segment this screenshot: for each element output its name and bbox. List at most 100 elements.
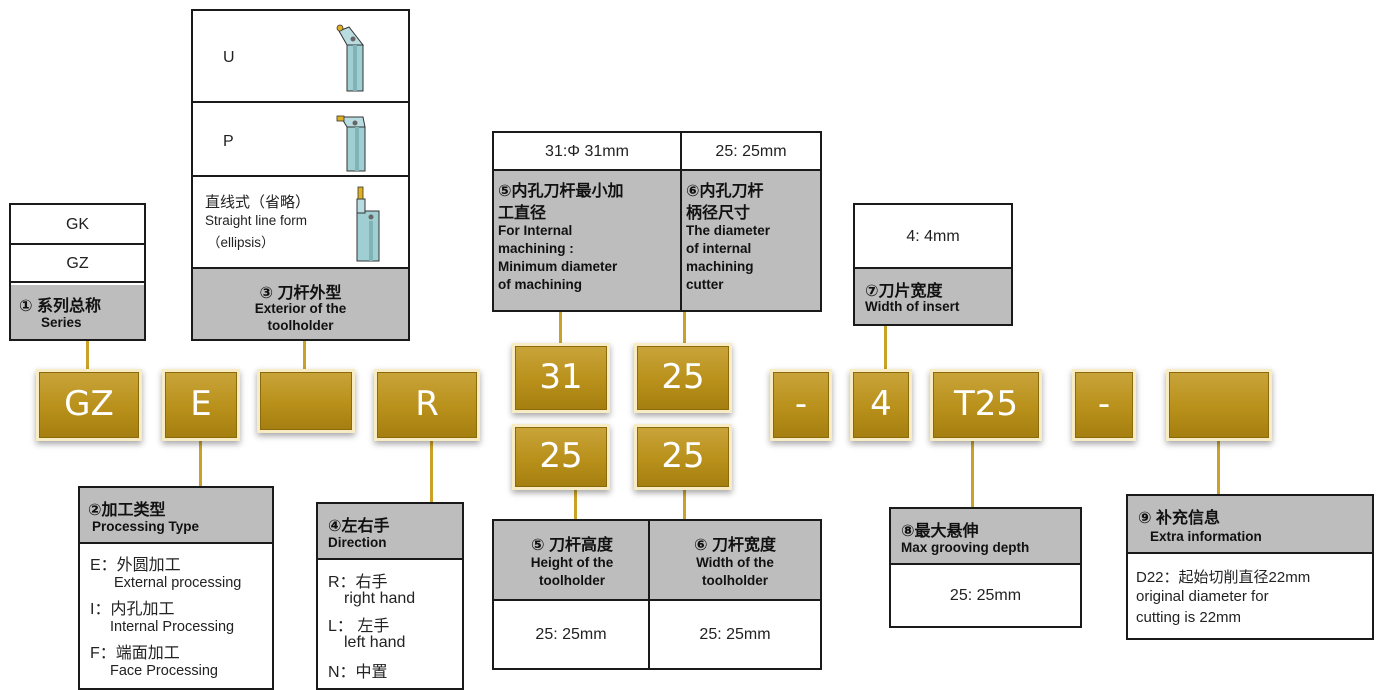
code-dash-2: - — [1072, 369, 1136, 441]
holder-height-title-cn: ⑤ 刀杆高度 — [531, 537, 613, 554]
extra-title-en: Extra information — [1150, 529, 1262, 544]
min-dia-title-en2: machining : — [498, 241, 574, 256]
code-blank-exterior — [257, 369, 355, 433]
exterior-title-cn: ③ 刀杆外型 — [259, 285, 342, 302]
internal-min-dia-value: 31:Φ 31mm — [494, 133, 682, 171]
direction-table: ④左右手 Direction R：右手 right hand L： 左手 lef… — [316, 502, 464, 690]
min-dia-title-cn1: ⑤内孔刀杆最小加 — [498, 183, 624, 200]
exterior-title-en1: Exterior of the — [254, 301, 347, 316]
internal-shank-header: ⑥内孔刀杆 柄径尺寸 The diameter of internal mach… — [682, 171, 820, 310]
code-t25: T25 — [930, 369, 1042, 441]
series-title-cn: ① 系列总称 — [19, 298, 101, 315]
shank-title-cn1: ⑥内孔刀杆 — [686, 183, 764, 200]
shank-title-en4: cutter — [686, 277, 724, 292]
holder-width-value: 25: 25mm — [699, 626, 771, 643]
exterior-header: ③ 刀杆外型 Exterior of the toolholder — [193, 269, 408, 339]
processing-item-e-en: External processing — [114, 575, 242, 591]
exterior-option-p: P — [193, 103, 408, 177]
holder-width-title-cn: ⑥ 刀杆宽度 — [694, 537, 776, 554]
connector-insert-width — [884, 326, 887, 370]
exterior-title-en2: toolholder — [267, 318, 334, 333]
shank-title-en1: The diameter — [686, 223, 771, 238]
processing-item-i-en: Internal Processing — [110, 619, 235, 635]
min-dia-title-en4: of machining — [498, 277, 582, 292]
code-31: 31 — [512, 343, 610, 413]
extra-header: ⑨ 补充信息 Extra information — [1128, 496, 1372, 554]
series-option-gz: GZ — [11, 245, 144, 283]
direction-item-n-cn: N：中置 — [328, 664, 388, 681]
min-dia-title-cn2: 工直径 — [498, 205, 547, 222]
p-shape-toolholder-icon — [336, 115, 366, 172]
holder-height-value: 25: 25mm — [494, 601, 650, 668]
direction-item-r-en: right hand — [344, 590, 416, 607]
series-table: GK GZ ① 系列总称 Series — [9, 203, 146, 341]
extra-line3: cutting is 22mm — [1136, 609, 1242, 626]
exterior-straight-label-en2: （ellipsis） — [207, 235, 275, 250]
shank-title-en2: of internal — [686, 241, 752, 256]
connector-min-dia — [559, 312, 562, 346]
insert-width-table: 4: 4mm ⑦刀片宽度 Width of insert — [853, 203, 1013, 326]
insert-width-value: 4: 4mm — [855, 205, 1011, 269]
direction-item-l-cn: L： 左手 — [328, 618, 390, 635]
code-25-shank: 25 — [634, 343, 732, 413]
insert-width-title-cn: ⑦刀片宽度 — [865, 283, 943, 300]
connector-shank — [683, 312, 686, 346]
connector-extra — [1217, 441, 1220, 495]
exterior-straight-label-cn: 直线式（省略） — [205, 194, 311, 211]
extra-title-cn: ⑨ 补充信息 — [1138, 510, 1220, 527]
holder-height-title-en1: Height of the — [530, 555, 614, 570]
shank-title-cn2: 柄径尺寸 — [686, 205, 751, 222]
grooving-header: ⑧最大悬伸 Max grooving depth — [891, 509, 1080, 565]
holder-height-title-en2: toolholder — [539, 573, 605, 588]
extra-line2: original diameter for — [1136, 588, 1269, 605]
connector-series — [86, 341, 89, 371]
processing-item-f-en: Face Processing — [110, 663, 218, 679]
holder-width-title-en1: Width of the — [696, 555, 774, 570]
exterior-option-p-label: P — [223, 133, 234, 150]
code-r: R — [374, 369, 480, 441]
grooving-title-cn: ⑧最大悬伸 — [901, 523, 979, 540]
series-header: ① 系列总称 Series — [11, 285, 144, 339]
exterior-option-straight: 直线式（省略） Straight line form （ellipsis） — [193, 177, 408, 269]
internal-min-dia-header: ⑤内孔刀杆最小加 工直径 For Internal machining : Mi… — [494, 171, 682, 310]
direction-item-r-cn: R：右手 — [328, 574, 388, 591]
holder-width-title-en2: toolholder — [702, 573, 768, 588]
shank-title-en3: machining — [686, 259, 754, 274]
straight-toolholder-icon — [356, 186, 380, 262]
direction-header: ④左右手 Direction — [318, 504, 462, 560]
internal-table: 31:Φ 31mm 25: 25mm ⑤内孔刀杆最小加 工直径 For Inte… — [492, 131, 822, 312]
exterior-table: U P 直线式（省略） Straight line form （ellipsis… — [191, 9, 410, 341]
code-4: 4 — [850, 369, 912, 441]
grooving-value: 25: 25mm — [949, 587, 1022, 604]
processing-title-en: Processing Type — [92, 519, 200, 534]
grooving-table: ⑧最大悬伸 Max grooving depth 25: 25mm — [889, 507, 1082, 628]
processing-item-e-cn: E：外圆加工 — [90, 557, 181, 574]
code-blank-extra — [1166, 369, 1272, 441]
connector-processing — [199, 441, 202, 487]
insert-width-header: ⑦刀片宽度 Width of insert — [855, 269, 1011, 324]
code-25-width: 25 — [634, 424, 732, 490]
processing-title-cn: ②加工类型 — [88, 502, 166, 519]
series-option-gk: GK — [11, 205, 144, 245]
connector-direction — [430, 441, 433, 503]
insert-width-title-en: Width of insert — [865, 299, 960, 314]
connector-holder-height — [574, 487, 577, 521]
extra-table: ⑨ 补充信息 Extra information D22：起始切削直径22mm … — [1126, 494, 1374, 640]
connector-exterior — [303, 341, 306, 371]
processing-header: ②加工类型 Processing Type — [80, 488, 272, 544]
internal-shank-value: 25: 25mm — [682, 133, 820, 171]
processing-item-i-cn: I：内孔加工 — [90, 601, 175, 618]
code-e: E — [162, 369, 240, 441]
grooving-title-en: Max grooving depth — [901, 540, 1030, 555]
exterior-straight-label-en1: Straight line form — [205, 213, 308, 228]
holder-height-header: ⑤ 刀杆高度 Height of the toolholder — [494, 521, 650, 601]
min-dia-title-en3: Minimum diameter — [498, 259, 618, 274]
code-25-height: 25 — [512, 424, 610, 490]
min-dia-title-en1: For Internal — [498, 223, 573, 238]
holder-width-header: ⑥ 刀杆宽度 Width of the toolholder — [650, 521, 820, 601]
connector-grooving — [971, 441, 974, 509]
holder-table: ⑤ 刀杆高度 Height of the toolholder ⑥ 刀杆宽度 W… — [492, 519, 822, 670]
u-shape-toolholder-icon — [336, 24, 365, 92]
direction-title-cn: ④左右手 — [328, 518, 390, 535]
direction-item-l-en: left hand — [344, 634, 406, 651]
